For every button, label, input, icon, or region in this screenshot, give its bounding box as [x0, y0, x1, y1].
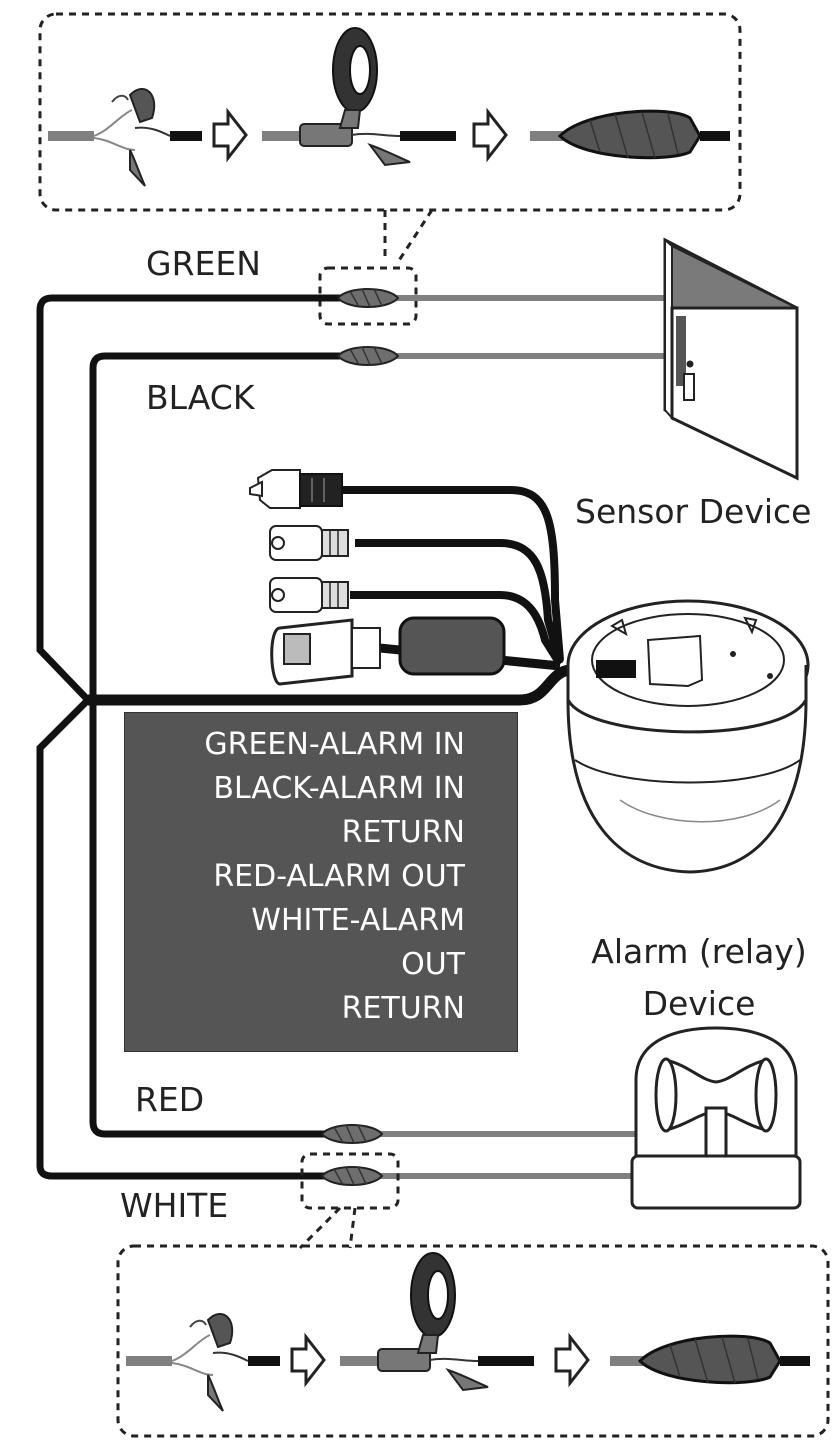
alarm-device-icon [630, 1026, 802, 1210]
splice-procedure-top [38, 12, 742, 212]
label-alarm-device-line2: Device [642, 984, 756, 1023]
finished-splice-icon [530, 109, 730, 160]
wire-color-legend: GREEN-ALARM IN BLACK-ALARM IN RETURN RED… [124, 712, 518, 1052]
splice-procedure-bottom [116, 1244, 830, 1438]
label-white: WHITE [120, 1186, 229, 1225]
sensor-device-icon [663, 237, 799, 481]
stripped-wires-icon [126, 1313, 280, 1412]
label-sensor-device: Sensor Device [575, 492, 812, 531]
rj45-coupler-icon [270, 616, 506, 686]
arrow-right-icon [472, 107, 508, 163]
label-green: GREEN [146, 244, 261, 283]
wire-red [89, 700, 636, 1144]
wire-white [36, 697, 636, 1186]
legend-line: WHITE-ALARM [251, 903, 465, 938]
legend-line: RETURN [341, 991, 465, 1026]
legend-line: OUT [401, 947, 465, 982]
legend-line: RETURN [341, 815, 465, 850]
tape-roll-icon [262, 27, 456, 167]
bnc-connector-icon [269, 577, 349, 613]
dome-camera-icon [566, 599, 810, 874]
arrow-right-icon [554, 1332, 590, 1388]
label-alarm-device-line1: Alarm (relay) [591, 932, 807, 971]
wire-black [89, 346, 665, 700]
legend-line: GREEN-ALARM IN [204, 727, 465, 762]
stripped-wires-icon [48, 88, 202, 187]
label-black: BLACK [146, 378, 255, 417]
arrow-right-icon [212, 107, 248, 163]
tape-roll-icon [340, 1252, 534, 1392]
legend-line: RED-ALARM OUT [213, 859, 465, 894]
label-red: RED [135, 1080, 205, 1119]
finished-splice-icon [610, 1334, 810, 1385]
arrow-right-icon [290, 1332, 326, 1388]
rj45-plug-icon [249, 469, 343, 509]
wire-green [36, 288, 665, 703]
bnc-connector-icon [269, 525, 349, 561]
legend-line: BLACK-ALARM IN [213, 771, 465, 806]
